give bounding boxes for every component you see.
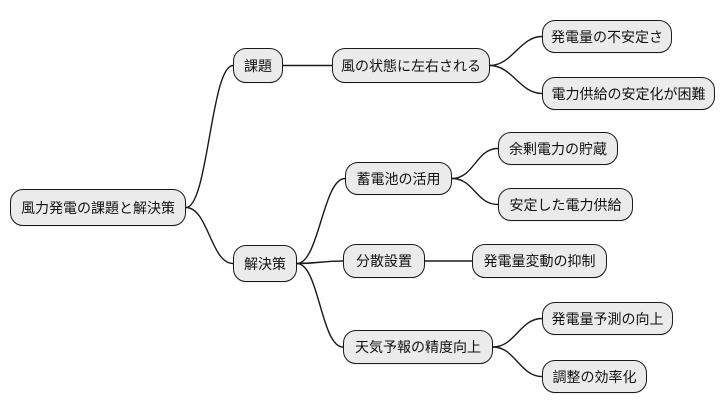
- node-label: 発電量の不安定さ: [551, 28, 663, 45]
- edge-root-kaiketsu: [185, 206, 234, 265]
- mindmap-node-yokusei[interactable]: 発電量変動の抑制: [472, 244, 607, 278]
- mindmap-node-chikuden[interactable]: 蓄電池の活用: [345, 162, 452, 195]
- node-label: 発電量予測の向上: [551, 310, 664, 327]
- mindmap-node-kadai[interactable]: 課題: [233, 48, 283, 83]
- node-label: 風の状態に左右される: [341, 57, 481, 74]
- mindmap-node-antei[interactable]: 安定した電力供給: [498, 188, 633, 221]
- node-label: 天気予報の精度向上: [355, 339, 481, 355]
- mindmap-node-kaiketsu[interactable]: 解決策: [233, 245, 297, 282]
- edge-root-kadai: [185, 64, 234, 209]
- edge-chikuden-yojo: [451, 147, 499, 180]
- edge-kaiketsu-chikuden: [296, 177, 346, 265]
- mindmap-node-yojo[interactable]: 余剰電力の貯蔵: [498, 132, 618, 165]
- mindmap-node-konnan[interactable]: 電力供給の安定化が困難: [542, 77, 715, 110]
- mindmap-node-chosei[interactable]: 調整の効率化: [542, 360, 647, 393]
- node-label: 調整の効率化: [552, 368, 637, 385]
- mindmap-node-fuantei[interactable]: 発電量の不安定さ: [542, 20, 672, 53]
- edge-tenki-chosei: [492, 346, 543, 378]
- node-label: 余剰電力の貯蔵: [509, 140, 607, 157]
- mindmap-node-bunsan[interactable]: 分散設置: [343, 244, 425, 278]
- node-label: 発電量変動の抑制: [483, 253, 596, 269]
- mindmap-node-kaze[interactable]: 風の状態に左右される: [332, 48, 490, 83]
- node-label: 解決策: [244, 255, 286, 272]
- edge-kaiketsu-tenki: [296, 262, 344, 348]
- mindmap-node-yosoku[interactable]: 発電量予測の向上: [542, 302, 673, 335]
- node-label: 風力発電の課題と解決策: [21, 199, 175, 216]
- edge-chikuden-antei: [451, 177, 499, 206]
- mindmap-node-tenki[interactable]: 天気予報の精度向上: [343, 330, 493, 364]
- edge-kaze-konnan: [489, 64, 543, 95]
- node-label: 蓄電池の活用: [356, 170, 441, 187]
- node-label: 安定した電力供給: [509, 196, 622, 213]
- node-label: 電力供給の安定化が困難: [551, 85, 706, 102]
- edge-kaze-fuantei: [489, 35, 543, 67]
- node-label: 分散設置: [356, 253, 412, 269]
- edge-tenki-yosoku: [492, 317, 543, 348]
- edge-kaiketsu-bunsan: [296, 260, 344, 265]
- node-label: 課題: [244, 57, 272, 74]
- mindmap-node-root[interactable]: 風力発電の課題と解決策: [10, 189, 186, 226]
